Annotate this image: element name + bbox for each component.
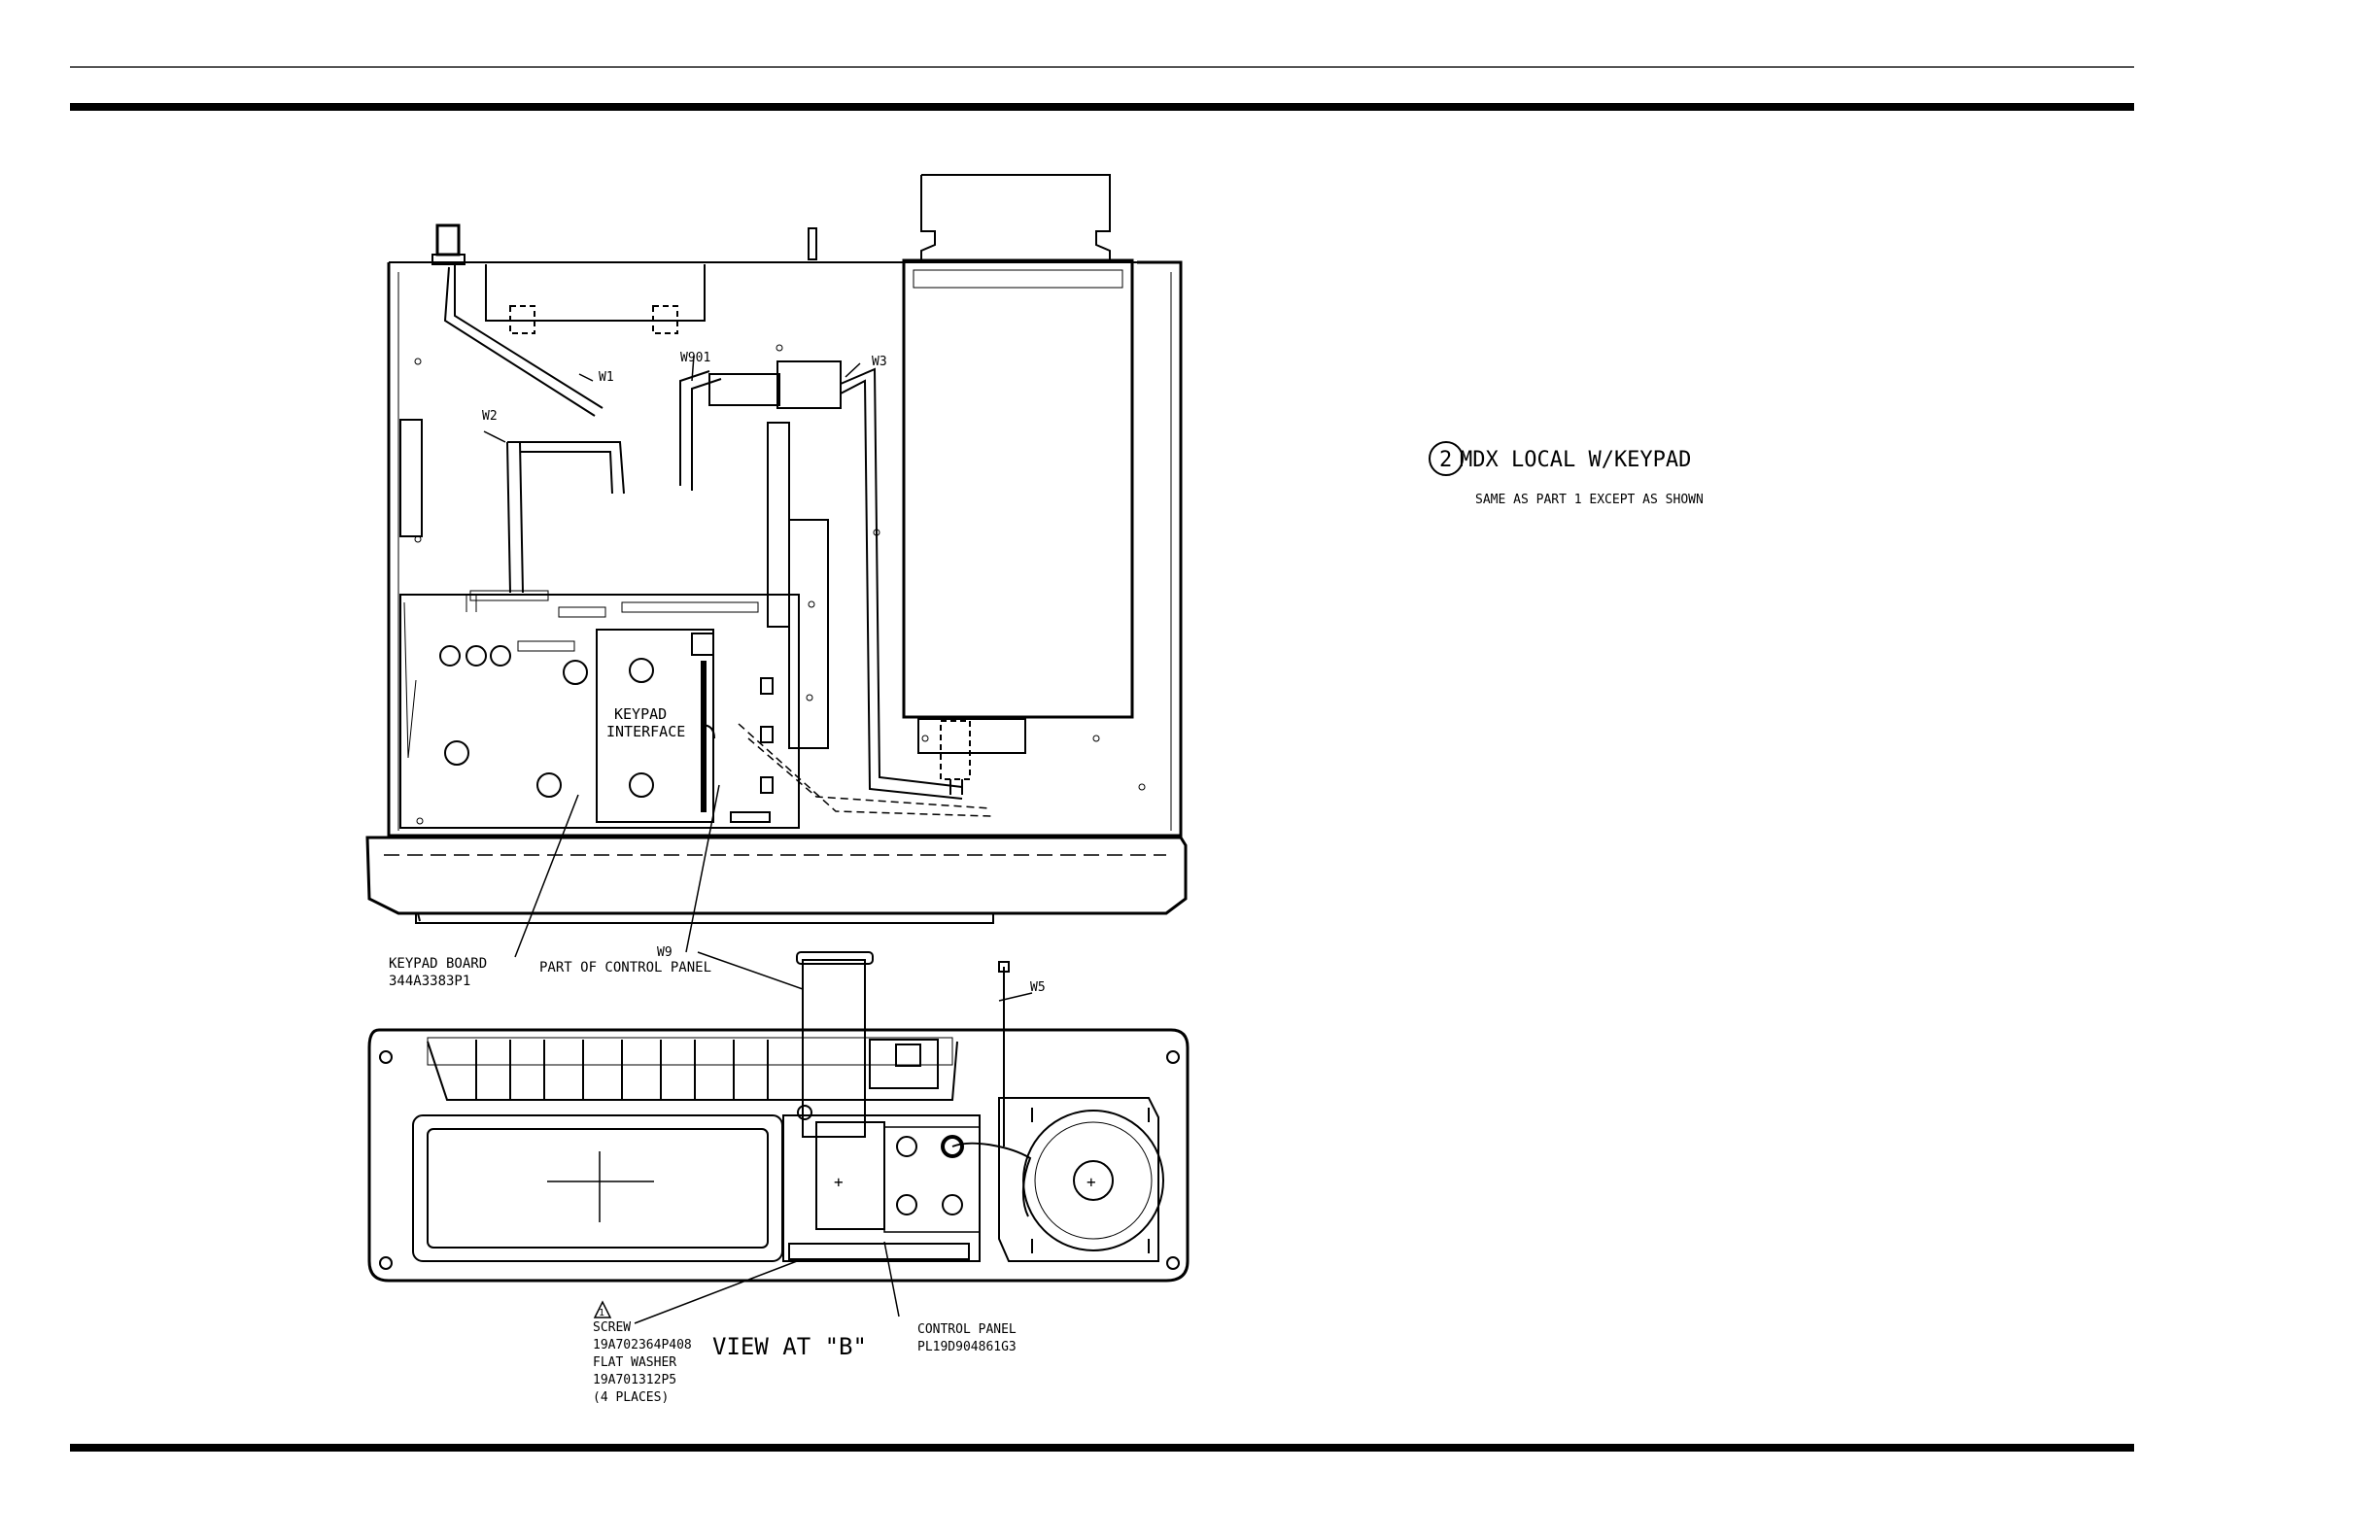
label-part-number: 2 xyxy=(1439,448,1452,472)
label-w9: W9 xyxy=(657,945,673,960)
label-screw: SCREW xyxy=(593,1320,631,1335)
label-w901: W901 xyxy=(680,351,710,365)
label-control-panel: CONTROL PANEL xyxy=(917,1322,1017,1337)
svg-text:+: + xyxy=(1087,1173,1096,1191)
label-keypad-2: INTERFACE xyxy=(606,723,685,740)
label-w5: W5 xyxy=(1030,980,1046,995)
label-part-title: MDX LOCAL W/KEYPAD xyxy=(1460,448,1691,472)
chassis-top-view xyxy=(367,175,1186,923)
label-keypad-board: KEYPAD BOARD xyxy=(389,956,487,972)
leader-lines xyxy=(484,356,1032,1323)
label-keypad-1: KEYPAD xyxy=(614,705,667,723)
label-w1: W1 xyxy=(599,370,614,385)
view-b-front-panel: + + xyxy=(369,952,1188,1281)
label-view-b: VIEW AT "B" xyxy=(712,1333,867,1360)
label-screw-part: 19A702364P408 xyxy=(593,1338,692,1352)
label-washer-part: 19A701312P5 xyxy=(593,1373,676,1387)
label-keypad-board-part: 344A3383P1 xyxy=(389,974,470,989)
label-places: (4 PLACES) xyxy=(593,1390,669,1405)
label-washer: FLAT WASHER xyxy=(593,1355,676,1370)
label-control-panel-part: PL19D904861G3 xyxy=(917,1340,1017,1354)
mounting-screws xyxy=(415,345,1145,824)
label-part-subtitle: SAME AS PART 1 EXCEPT AS SHOWN xyxy=(1475,493,1704,507)
label-w2: W2 xyxy=(482,409,498,424)
label-w3: W3 xyxy=(872,355,887,369)
label-w9-note: PART OF CONTROL PANEL xyxy=(539,960,711,975)
svg-text:+: + xyxy=(834,1173,844,1191)
